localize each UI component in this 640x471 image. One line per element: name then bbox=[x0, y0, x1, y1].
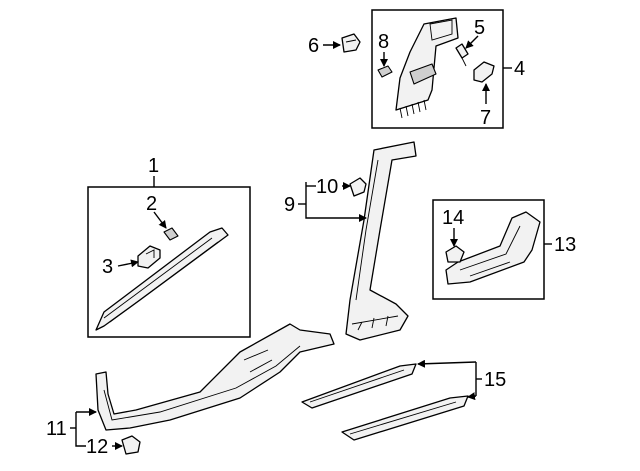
callout-14: 14 bbox=[442, 207, 464, 229]
callout-2: 2 bbox=[146, 193, 157, 215]
callout-5: 5 bbox=[474, 17, 485, 39]
clip-part-2 bbox=[163, 227, 179, 241]
inset-box-upper-trim bbox=[371, 9, 504, 129]
clip-part-14 bbox=[445, 245, 465, 263]
inset-box-a-pillar bbox=[87, 186, 251, 338]
callout-4: 4 bbox=[514, 58, 525, 80]
callout-labels: 1 2 3 4 5 6 7 8 9 10 11 12 13 14 15 bbox=[46, 17, 576, 458]
clip-part-7 bbox=[473, 61, 495, 83]
callout-15: 15 bbox=[484, 369, 506, 391]
retainer-part-3 bbox=[137, 245, 161, 269]
callout-3: 3 bbox=[102, 256, 113, 278]
upper-trim-panel bbox=[395, 17, 459, 119]
clip-part-8 bbox=[377, 65, 393, 78]
callout-11: 11 bbox=[46, 418, 67, 440]
rocker-sill-trim bbox=[95, 323, 335, 431]
clip-part-10 bbox=[349, 177, 367, 197]
inset-box-lower-trim bbox=[432, 199, 545, 300]
screw-part-5 bbox=[455, 43, 469, 67]
a-pillar-trim bbox=[95, 227, 229, 331]
callout-13: 13 bbox=[554, 234, 576, 256]
callout-8: 8 bbox=[378, 31, 389, 53]
callout-9: 9 bbox=[284, 194, 295, 216]
clip-part-12 bbox=[121, 435, 141, 455]
callout-12: 12 bbox=[86, 436, 108, 458]
lower-trim-panel bbox=[445, 211, 541, 285]
callout-1: 1 bbox=[148, 155, 159, 177]
callout-7: 7 bbox=[480, 107, 491, 129]
b-pillar-trim bbox=[345, 141, 417, 341]
callout-10: 10 bbox=[316, 176, 338, 198]
leader-lines bbox=[70, 35, 552, 450]
callout-6: 6 bbox=[308, 35, 319, 57]
scuff-plates bbox=[301, 363, 469, 441]
clip-part-6 bbox=[341, 33, 361, 53]
